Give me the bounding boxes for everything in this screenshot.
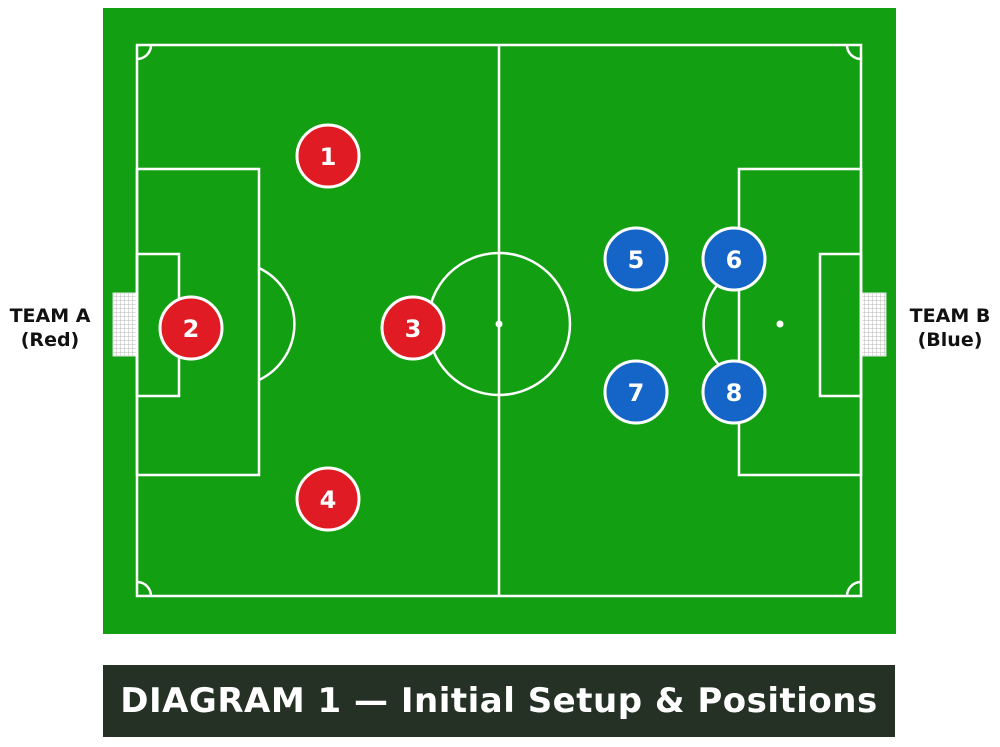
right-penalty-spot [776, 320, 784, 328]
player-7-disc [603, 359, 669, 425]
player-7-number: 7 [628, 379, 645, 407]
caption-bar: DIAGRAM 1 — Initial Setup & Positions [103, 665, 895, 737]
left-goal-net [112, 292, 138, 357]
player-6-disc [701, 226, 767, 292]
player-3-number: 3 [405, 315, 422, 343]
team-b-label: TEAM B (Blue) [900, 304, 1000, 352]
player-marker-4[interactable]: 4 [295, 466, 361, 532]
team-a-name: TEAM A [9, 305, 91, 327]
player-2-number: 2 [183, 315, 200, 343]
player-8-disc [701, 359, 767, 425]
player-marker-1[interactable]: 1 [295, 123, 361, 189]
player-4-disc [295, 466, 361, 532]
player-2-disc [158, 295, 224, 361]
player-3-disc [380, 295, 446, 361]
corner-arc-bottom-right [845, 580, 862, 597]
player-8-number: 8 [726, 379, 743, 407]
player-5-number: 5 [628, 246, 645, 274]
left-penalty-arc [258, 266, 296, 382]
team-b-color-label: (Blue) [917, 329, 983, 351]
right-goal-net [861, 292, 887, 357]
corner-arc-bottom-left [136, 580, 153, 597]
corner-arc-top-right [845, 44, 862, 61]
team-b-name: TEAM B [909, 305, 991, 327]
player-marker-7[interactable]: 7 [603, 359, 669, 425]
player-1-disc [295, 123, 361, 189]
player-6-number: 6 [726, 246, 743, 274]
corner-arc-top-left [136, 44, 153, 61]
player-5-disc [603, 226, 669, 292]
player-marker-8[interactable]: 8 [701, 359, 767, 425]
player-marker-6[interactable]: 6 [701, 226, 767, 292]
player-4-number: 4 [320, 486, 337, 514]
team-a-label: TEAM A (Red) [0, 304, 100, 352]
diagram-caption: DIAGRAM 1 — Initial Setup & Positions [120, 681, 878, 721]
player-marker-5[interactable]: 5 [603, 226, 669, 292]
player-marker-2[interactable]: 2 [158, 295, 224, 361]
team-a-color-label: (Red) [20, 329, 80, 351]
center-spot [495, 320, 503, 328]
player-1-number: 1 [320, 143, 337, 171]
right-goal-area [818, 252, 863, 398]
player-marker-3[interactable]: 3 [380, 295, 446, 361]
